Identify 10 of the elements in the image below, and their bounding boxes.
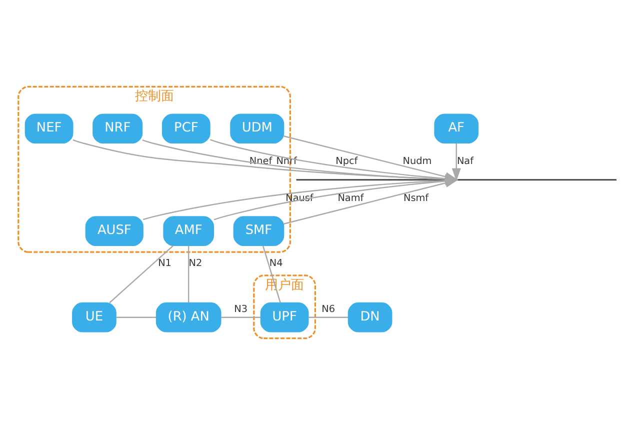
edge-label: Nudm: [402, 156, 432, 167]
edge-label: Npcf: [336, 156, 358, 167]
edge-label: N3: [234, 304, 248, 316]
edge-label: N4: [269, 258, 283, 270]
edge-label: N2: [188, 258, 202, 270]
edge-label: Naf: [456, 156, 474, 167]
edge-label: N1: [158, 258, 172, 270]
edge-label: Namf: [338, 192, 364, 204]
edge-label: N6: [322, 304, 336, 316]
edge-label: Nsmf: [403, 192, 429, 204]
